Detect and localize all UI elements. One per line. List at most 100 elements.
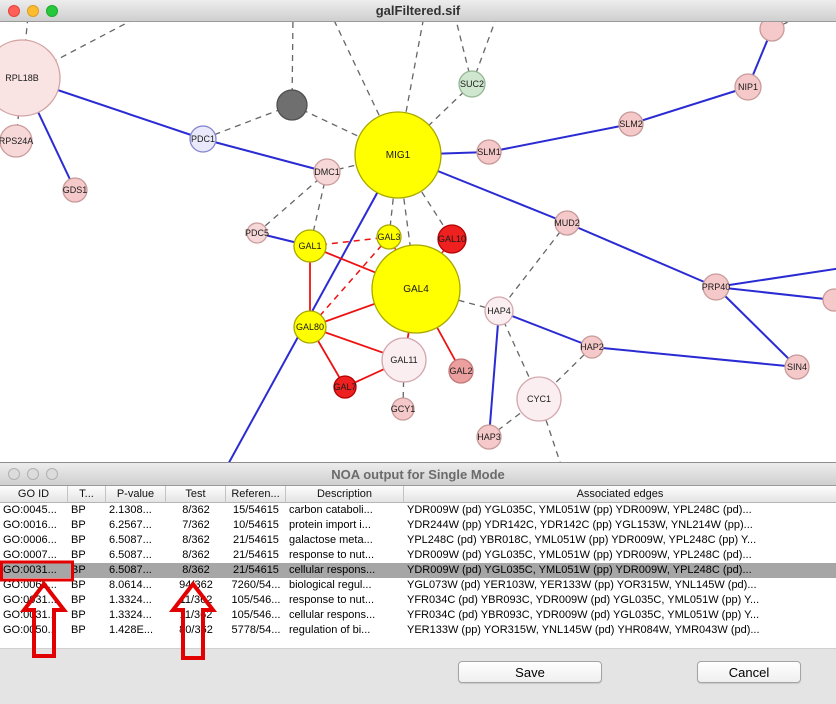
column-header-5[interactable]: Description: [286, 486, 404, 503]
node-rightpartial[interactable]: [822, 288, 836, 312]
node-hap4[interactable]: [484, 296, 514, 326]
zoom-button[interactable]: [46, 468, 58, 480]
close-button[interactable]: [8, 4, 20, 17]
save-button[interactable]: Save: [458, 661, 602, 683]
edge-mig1-aB1[interactable]: [226, 154, 399, 462]
node-label-dmc1: DMC1: [314, 167, 340, 177]
node-suc2[interactable]: [458, 70, 486, 98]
node-gal11[interactable]: [381, 337, 427, 383]
node-sin4[interactable]: [784, 354, 810, 380]
node-darknode[interactable]: [276, 89, 308, 121]
node-nip1[interactable]: [734, 73, 762, 101]
node-pdc5[interactable]: [246, 222, 268, 244]
node-gal10[interactable]: [437, 224, 467, 254]
node-label-pdc5: PDC5: [245, 228, 269, 238]
minimize-button[interactable]: [27, 4, 39, 17]
column-header-4[interactable]: Referen...: [226, 486, 286, 503]
zoom-button[interactable]: [46, 4, 58, 17]
node-label-hap4: HAP4: [487, 306, 511, 316]
edge-hap4-hap3[interactable]: [488, 310, 500, 438]
cell: 80/362: [179, 624, 213, 636]
node-slm2[interactable]: [618, 111, 644, 137]
cell: response to nut...: [289, 549, 374, 561]
edge-slm2-nip1[interactable]: [630, 86, 749, 125]
node-label-rpl18b: RPL18B: [5, 73, 39, 83]
node-mig1[interactable]: [354, 111, 442, 199]
node-mud2[interactable]: [554, 210, 580, 236]
edge-hap2-cyc1[interactable]: [538, 346, 593, 400]
column-header-3[interactable]: Test: [166, 486, 226, 503]
node-label-suc2: SUC2: [460, 79, 484, 89]
edge-prp40-sin4[interactable]: [715, 286, 798, 368]
cell: BP: [71, 534, 86, 546]
cell: 8/362: [182, 534, 210, 546]
edge-mud2-hap4[interactable]: [498, 222, 568, 312]
node-hap3[interactable]: [476, 424, 502, 450]
edge-darknode-mig1[interactable]: [291, 104, 399, 156]
node-topright[interactable]: [759, 22, 785, 42]
minimize-button[interactable]: [27, 468, 39, 480]
node-gal1[interactable]: [293, 229, 327, 263]
node-gcy1[interactable]: [391, 397, 415, 421]
edge-gal3-gal80[interactable]: [309, 236, 390, 328]
edge-prp40-rightpartial[interactable]: [715, 286, 835, 301]
cell: BP: [71, 549, 86, 561]
edge-hap2-sin4[interactable]: [591, 346, 798, 368]
edge-prp40-aR1[interactable]: [715, 267, 836, 288]
column-header-1[interactable]: T...: [68, 486, 106, 503]
cell: 10/54615: [233, 519, 279, 531]
cancel-button[interactable]: Cancel: [697, 661, 801, 683]
network-window-titlebar[interactable]: galFiltered.sif: [0, 0, 836, 22]
cell: YDR009W (pd) YGL035C, YML051W (pp) YDR00…: [407, 504, 752, 516]
cell: 15/54615: [233, 504, 279, 516]
node-dmc1[interactable]: [313, 158, 341, 186]
edge-hap4-hap2[interactable]: [498, 310, 593, 348]
node-hap2[interactable]: [580, 335, 604, 359]
cell: carbon cataboli...: [289, 504, 373, 516]
node-rpl18b[interactable]: [0, 39, 61, 117]
edge-mud2-prp40[interactable]: [566, 222, 717, 288]
column-header-6[interactable]: Associated edges: [576, 488, 664, 500]
cell: 6.2567...: [109, 519, 152, 531]
node-gds1[interactable]: [62, 177, 88, 203]
node-gal2[interactable]: [448, 358, 474, 384]
node-gal7[interactable]: [333, 375, 357, 399]
node-slm1[interactable]: [476, 139, 502, 165]
cell: YFR034C (pd) YBR093C, YDR009W (pd) YGL03…: [407, 594, 760, 606]
close-button[interactable]: [8, 468, 20, 480]
node-pdc1[interactable]: [189, 125, 217, 153]
cell: GO:0006...: [3, 534, 57, 546]
column-header-2[interactable]: P-value: [106, 486, 166, 503]
cell: 105/546...: [231, 609, 281, 621]
column-header-0[interactable]: GO ID: [0, 486, 68, 503]
node-cyc1[interactable]: [516, 376, 562, 422]
node-prp40[interactable]: [702, 273, 730, 301]
node-label-nip1: NIP1: [738, 82, 758, 92]
node-gal4[interactable]: [371, 244, 461, 334]
noa-window-titlebar[interactable]: NOA output for Single Mode: [0, 462, 836, 486]
node-gal3[interactable]: [376, 224, 402, 250]
edge-pdc5-dmc1[interactable]: [256, 171, 328, 234]
edge-slm1-slm2[interactable]: [488, 123, 632, 153]
cell: 7260/54...: [231, 579, 281, 591]
node-label-gal7: GAL7: [333, 382, 356, 392]
node-rps24a[interactable]: [0, 124, 33, 158]
edge-darknode-pdc1[interactable]: [202, 104, 293, 140]
edge-gcy1-gal11[interactable]: [402, 359, 405, 410]
noa-window-footer: Save Cancel: [0, 648, 836, 704]
node-label-hap3: HAP3: [477, 432, 501, 442]
node-gal80[interactable]: [293, 310, 327, 344]
cell: GO:0031...: [3, 564, 57, 576]
edge-pdc1-dmc1[interactable]: [202, 138, 328, 173]
